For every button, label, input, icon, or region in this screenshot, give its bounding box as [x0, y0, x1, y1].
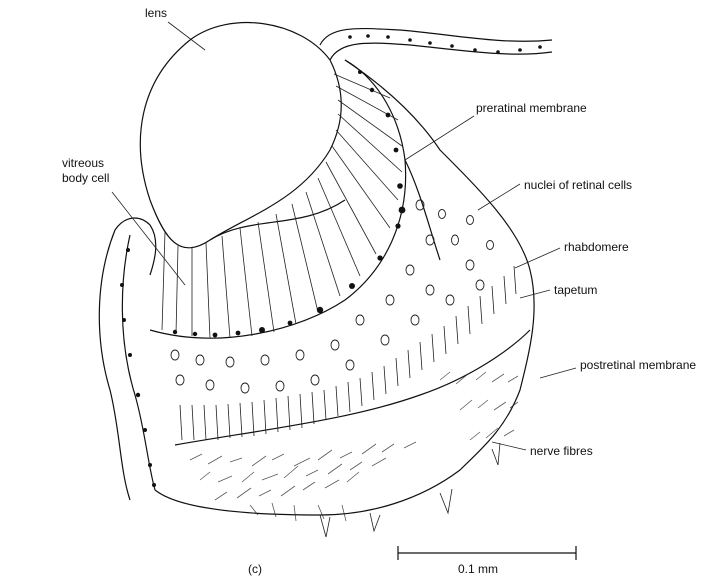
label-lens: lens: [145, 6, 167, 20]
vitreous-radial-lines: [162, 74, 402, 338]
retina-outline: [155, 60, 534, 515]
label-nerve-fibres: nerve fibres: [530, 444, 593, 458]
leader-nerve-fibres: [492, 442, 526, 450]
label-nuclei-retinal-cells: nuclei of retinal cells: [524, 178, 632, 192]
label-tapetum: tapetum: [554, 283, 597, 297]
scale-bar-label: 0.1 mm: [458, 562, 498, 576]
left-lip: [115, 218, 156, 275]
stalk-dots: [348, 34, 542, 54]
leader-lens: [168, 22, 205, 50]
upper-stalk: [320, 29, 552, 45]
leader-tapetum: [520, 290, 550, 298]
label-preretinal-membrane: preratinal membrane: [476, 101, 587, 115]
retinal-nuclei: [171, 200, 494, 393]
upper-stalk-inner: [330, 43, 552, 60]
left-wall-dots: [120, 248, 156, 487]
vitreous-inner-curve: [210, 60, 341, 240]
vitreous-boundary: [150, 60, 406, 338]
leader-vitreous: [112, 192, 185, 285]
left-wall-outer: [99, 230, 130, 500]
leader-rhabdomere: [515, 248, 560, 268]
rhabdomere-striations: [180, 266, 516, 440]
nerve-fibre-texture: [190, 372, 518, 521]
preretinal-membrane: [405, 160, 440, 260]
label-postretinal-membrane: postretinal membrane: [580, 358, 696, 372]
leader-preretinal: [405, 116, 474, 160]
label-rhabdomere: rhabdomere: [564, 240, 629, 254]
label-vitreous-line1: vitreous: [62, 156, 104, 170]
scale-bar: [398, 546, 576, 560]
vitreous-nuclei: [173, 70, 406, 337]
lens-outline: [140, 23, 345, 248]
panel-label: (c): [248, 562, 262, 576]
postretinal-membrane: [175, 330, 530, 445]
label-vitreous-line2: body cell: [62, 171, 109, 185]
leader-postretinal: [540, 368, 576, 378]
